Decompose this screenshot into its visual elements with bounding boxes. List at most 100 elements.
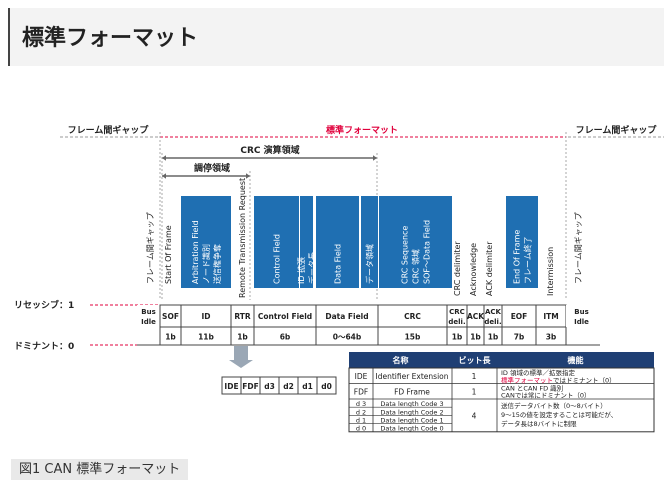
control-bit-cell — [316, 376, 337, 395]
interframe-gap-left-label: フレーム間ギャップ — [68, 124, 150, 136]
field-name: Data Field — [325, 312, 368, 321]
field-bits: 1b — [165, 333, 176, 342]
arbitration-field-block-label: ノード識別 — [201, 244, 211, 284]
table-body — [348, 367, 655, 433]
field-name: Bus — [574, 308, 589, 316]
figure-caption: 図1 CAN 標準フォーマット — [11, 459, 189, 480]
crc-region-arrowhead-left — [162, 155, 166, 161]
interframe-gap-right-label: フレーム間ギャップ — [576, 124, 658, 136]
table-row-function: CANでは常にドミナント（0） — [501, 391, 590, 400]
field-name: ACK — [485, 308, 502, 316]
control-field-block-label: Control Field — [273, 234, 282, 284]
table-row-name: Data length Code 0 — [380, 425, 443, 433]
data-field-block-label: Data Field — [334, 244, 343, 284]
control-bit-label: d3 — [264, 382, 275, 391]
field-name: CRC — [404, 312, 421, 321]
dominant-level-label: ドミナント：0 — [14, 341, 74, 352]
table-header-bar — [349, 352, 654, 368]
table-row-function: 9〜15の値を設定することは可能だが、 — [501, 410, 617, 419]
standard-format-label: 標準フォーマット — [326, 124, 398, 136]
field-bits: 1b — [470, 333, 481, 342]
intermission-vertical-label: Intermission — [546, 247, 555, 296]
table-row-function: ID 領域の標準／拡張指定 — [501, 368, 575, 377]
table-header-cell: ビット長 — [459, 355, 492, 365]
table-row-name: Data length Code 3 — [380, 400, 443, 408]
data-area-block — [361, 196, 378, 288]
rtr-vertical-label: Remote Transmission Request — [238, 178, 247, 298]
crc-sequence-block — [379, 196, 452, 288]
crc-region-arrowhead-right — [373, 155, 377, 161]
arbitration-field-block — [181, 196, 231, 288]
arbitration-region-label: 調停領域 — [194, 162, 230, 174]
field-bits: 3b — [546, 333, 557, 342]
field-cell — [137, 305, 160, 327]
table-row-name: FD Frame — [394, 387, 430, 396]
right-gap-vertical-label: フレーム間ギャップ — [574, 212, 583, 284]
table-row-name: Identifier Extension — [376, 372, 449, 381]
field-cell — [566, 305, 597, 327]
ack-vertical-label: Acknowledge — [469, 243, 478, 296]
end-of-frame-block — [506, 196, 538, 288]
field-name: deli. — [484, 318, 501, 326]
control-bit-label: d2 — [283, 382, 294, 391]
control-bit-label: d1 — [302, 382, 313, 391]
field-name: ITM — [543, 312, 558, 321]
field-name: Control Field — [258, 312, 312, 321]
crc-sequence-block-label: SOF〜Data Field — [423, 220, 432, 284]
table-row-function: 送信データバイト数（0〜8バイト） — [501, 401, 607, 410]
table-row-bits: 1 — [472, 372, 477, 381]
control-field-block — [254, 196, 299, 288]
table-row-function: 標準フォーマットではドミナント（0） — [501, 376, 616, 385]
control-expand-arrow — [229, 346, 253, 368]
field-bits: 7b — [514, 333, 525, 342]
table-row-abbr: d 2 — [356, 408, 366, 416]
table-header-cell: 機能 — [568, 355, 584, 365]
table-row-function: CAN とCAN FD 識別 — [501, 384, 563, 393]
data-field-block — [316, 196, 359, 288]
table-row-function: データ長は8バイトに制限 — [501, 419, 577, 428]
ack-delimiter-vertical-label: ACK delimiter — [485, 241, 494, 296]
crc-sequence-block-label: CRC 領域 — [411, 249, 421, 284]
table-row-bits: 1 — [472, 388, 477, 397]
arbitration-region-arrowhead-right — [246, 173, 250, 179]
control-bit-label: FDF — [242, 382, 258, 391]
end-of-frame-block-label: フレーム終了 — [523, 236, 533, 284]
id-ext-block-label: データ長 — [307, 252, 317, 284]
field-name: ACK — [467, 312, 485, 321]
arbitration-field-block-label: 送信権争奪 — [212, 244, 222, 284]
field-name: deli. — [448, 318, 465, 326]
field-bits: 1b — [452, 333, 463, 342]
sof-vertical-label: Start Of Frame — [164, 225, 173, 284]
control-bit-label: d0 — [321, 382, 332, 391]
table-row-name: Data length Code 1 — [380, 417, 443, 425]
field-bits: 1b — [488, 333, 499, 342]
field-bits: 1b — [237, 333, 248, 342]
field-name: ID — [201, 312, 210, 321]
table-row-abbr: d 0 — [356, 425, 366, 433]
crc-delimiter-vertical-label: CRC delimiter — [453, 241, 462, 296]
table-row-bits: 4 — [472, 411, 477, 420]
data-area-block-label: データ領域 — [365, 244, 375, 284]
table-row-abbr: d 3 — [356, 400, 366, 408]
field-name: RTR — [234, 312, 251, 321]
id-ext-block-label: ID 拡張 — [296, 257, 306, 284]
field-bits: 11b — [198, 333, 214, 342]
table-row-abbr: IDE — [355, 372, 368, 381]
field-name: SOF — [162, 312, 179, 321]
recessive-level-label: リセッシブ：1 — [14, 299, 74, 311]
table-row-name: Data length Code 2 — [380, 408, 443, 416]
control-bit-label: IDE — [224, 382, 238, 391]
field-name: Bus — [141, 308, 156, 316]
field-bits: 15b — [405, 333, 421, 342]
field-name: EOF — [511, 312, 528, 321]
field-name: Idle — [141, 318, 156, 326]
end-of-frame-block-label: End Of Frame — [513, 230, 522, 284]
page-title: 標準フォーマット — [22, 26, 199, 51]
id-ext-block — [300, 196, 313, 288]
table-header-cell: 名称 — [393, 355, 409, 365]
crc-region-label: CRC 演算領域 — [240, 144, 299, 156]
section-heading: 標準フォーマット — [8, 8, 664, 66]
crc-sequence-block-label: CRC Sequence — [401, 226, 410, 284]
field-bits: 0〜64b — [333, 333, 362, 342]
